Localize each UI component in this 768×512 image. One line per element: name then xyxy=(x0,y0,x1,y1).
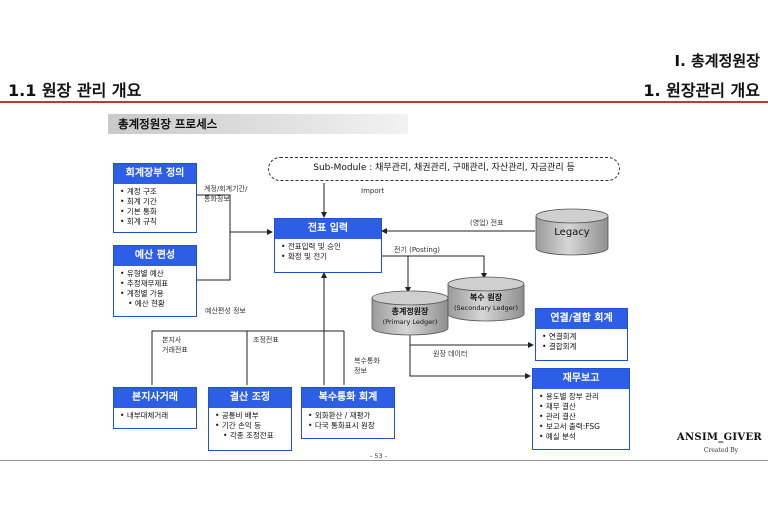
branch-title: 본지사거래 xyxy=(114,388,196,408)
footer-divider xyxy=(0,460,768,461)
currency-info-label: 통화정보 xyxy=(204,195,230,203)
list-item: 회계 규칙 xyxy=(120,217,196,227)
list-item: 예실 분석 xyxy=(539,432,629,442)
submodule-box: Sub-Module : 채무관리, 채권관리, 구매관리, 자산관리, 자금관… xyxy=(268,157,620,181)
branch-slip-label-1: 본지사 xyxy=(162,336,182,344)
list-item: 계정별 가용 xyxy=(120,289,196,299)
account-definition-list: 계정 구조 회계 기간 기본 통화 회계 규칙 xyxy=(114,187,196,227)
budget-title: 예산 편성 xyxy=(114,246,196,266)
multicurrency-list: 외화환산 / 재평가 다국 통화표시 원장 xyxy=(302,411,394,431)
account-definition-title: 회계장부 정의 xyxy=(114,164,196,184)
list-item: 보고서 출력:FSG xyxy=(539,422,629,432)
list-item: 다국 통화표시 원장 xyxy=(308,421,394,431)
list-item: 예산 현황 xyxy=(120,299,196,309)
list-item: 기간 손익 등 xyxy=(215,421,291,431)
closing-list: 공통비 배부 기간 손익 등 각종 조정전표 xyxy=(209,411,291,441)
header-divider xyxy=(0,101,768,103)
primary-ledger-title: 총계정원장 xyxy=(391,307,429,316)
brand-created: Created By xyxy=(703,447,738,454)
closing-box: 결산 조정 공통비 배부 기간 손익 등 각종 조정전표 xyxy=(208,387,292,451)
entry-title: 전표 입력 xyxy=(275,219,381,239)
secondary-ledger-title: 복수 원장 xyxy=(469,293,503,302)
primary-ledger-sub: (Primary Ledger) xyxy=(382,318,438,326)
list-item: 확정 및 전기 xyxy=(281,252,381,262)
budget-info-label: 예산편성 정보 xyxy=(205,307,246,315)
list-item: 유형별 예산 xyxy=(120,269,196,279)
page-title-left: 1.1 원장 관리 개요 xyxy=(8,81,142,100)
financial-report-title: 재무보고 xyxy=(533,369,629,389)
list-item: 계정 구조 xyxy=(120,187,196,197)
posting-label: 전기 (Posting) xyxy=(394,246,441,254)
list-item: 재무 결산 xyxy=(539,402,629,412)
closing-title: 결산 조정 xyxy=(209,388,291,408)
ledger-data-label: 원장 데이터 xyxy=(433,350,468,358)
secondary-ledger-cylinder xyxy=(447,276,525,322)
adjust-slip-label: 조정전표 xyxy=(253,336,279,344)
consolidation-list: 연결회계 결합회계 xyxy=(536,332,627,352)
page-title-right: 1. 원장관리 개요 xyxy=(643,81,760,100)
consolidation-title: 연결/결합 회계 xyxy=(536,309,627,329)
list-item: 관리 결산 xyxy=(539,412,629,422)
consolidation-box: 연결/결합 회계 연결회계 결합회계 xyxy=(535,308,628,361)
multicurrency-box: 복수통화 회계 외화환산 / 재평가 다국 통화표시 원장 xyxy=(301,387,395,439)
list-item: 용도별 장부 관리 xyxy=(539,392,629,402)
chapter-title: I. 총계정원장 xyxy=(674,52,760,70)
branch-list: 내부대체거래 xyxy=(114,411,196,421)
list-item: 기본 통화 xyxy=(120,207,196,217)
account-period-label: 계정/회계기간/ xyxy=(204,185,248,193)
page-number: - 53 - xyxy=(370,452,388,460)
list-item: 연결회계 xyxy=(542,332,627,342)
list-item: 공통비 배부 xyxy=(215,411,291,421)
business-slip-label: (영업) 전표 xyxy=(470,219,504,227)
line-ledger-report xyxy=(409,345,531,379)
import-label: Import xyxy=(361,187,385,195)
multicurrency-info-label-1: 복수통화 xyxy=(354,357,380,365)
legacy-cylinder xyxy=(535,208,609,256)
budget-box: 예산 편성 유형별 예산 추정재무제표 계정별 가용 예산 현황 xyxy=(113,245,197,317)
multicurrency-info-label-2: 정보 xyxy=(354,367,367,375)
list-item: 각종 조정전표 xyxy=(215,431,291,441)
financial-report-list: 용도별 장부 관리 재무 결산 관리 결산 보고서 출력:FSG 예실 분석 xyxy=(533,392,629,442)
list-item: 외화환산 / 재평가 xyxy=(308,411,394,421)
list-item: 결합회계 xyxy=(542,342,627,352)
primary-ledger-cylinder xyxy=(371,290,449,336)
brand-logo: ANSIM_GIVER xyxy=(676,432,762,443)
list-item: 회계 기간 xyxy=(120,197,196,207)
legacy-label: Legacy xyxy=(554,227,590,238)
branch-slip-label-2: 거래전표 xyxy=(162,346,188,354)
list-item: 전표입력 및 승인 xyxy=(281,242,381,252)
line-account-to-entry xyxy=(197,194,273,235)
budget-list: 유형별 예산 추정재무제표 계정별 가용 예산 현황 xyxy=(114,269,196,309)
list-item: 내부대체거래 xyxy=(120,411,196,421)
account-definition-box: 회계장부 정의 계정 구조 회계 기간 기본 통화 회계 규칙 xyxy=(113,163,197,233)
branch-box: 본지사거래 내부대체거래 xyxy=(113,387,197,429)
list-item: 추정재무제표 xyxy=(120,279,196,289)
section-heading: 총계정원장 프로세스 xyxy=(108,114,408,134)
entry-box: 전표 입력 전표입력 및 승인 확정 및 전기 xyxy=(274,218,382,273)
financial-report-box: 재무보고 용도별 장부 관리 재무 결산 관리 결산 보고서 출력:FSG 예실… xyxy=(532,368,630,450)
entry-list: 전표입력 및 승인 확정 및 전기 xyxy=(275,242,381,262)
multicurrency-title: 복수통화 회계 xyxy=(302,388,394,408)
secondary-ledger-sub: (Secondary Ledger) xyxy=(454,304,518,312)
